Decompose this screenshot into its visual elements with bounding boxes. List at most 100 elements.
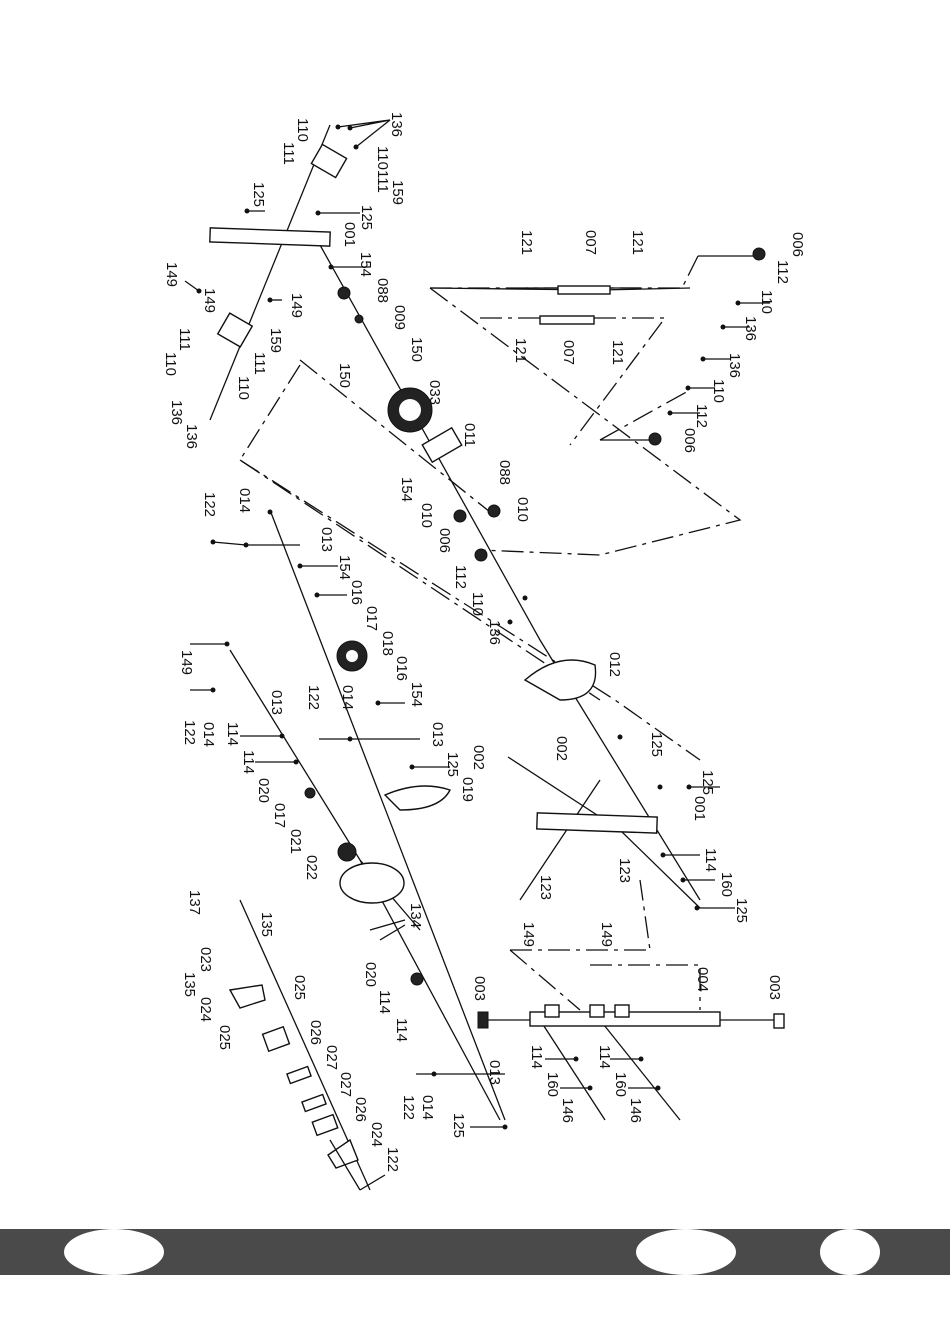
label-135: 135 <box>258 912 275 937</box>
label-088: 088 <box>496 460 513 485</box>
label-136: 136 <box>486 620 503 645</box>
label-026: 026 <box>307 1020 324 1045</box>
label-114: 114 <box>596 1045 613 1069</box>
label-114: 114 <box>224 722 241 746</box>
label-160: 160 <box>718 872 735 897</box>
label-014: 014 <box>236 488 253 513</box>
label-149: 149 <box>163 262 180 287</box>
label-007: 007 <box>582 230 599 255</box>
label-012: 012 <box>606 652 623 677</box>
label-003: 003 <box>471 976 488 1001</box>
label-014: 014 <box>200 722 217 747</box>
part-shapes <box>209 143 785 1169</box>
label-159: 159 <box>389 180 406 205</box>
label-136: 136 <box>183 424 200 449</box>
label-007: 007 <box>560 340 577 365</box>
label-110: 110 <box>374 146 391 170</box>
label-014: 014 <box>419 1095 436 1120</box>
label-013: 013 <box>429 722 446 747</box>
label-026: 026 <box>352 1097 369 1122</box>
label-017: 017 <box>363 606 380 631</box>
label-159: 159 <box>267 328 284 353</box>
label-114: 114 <box>702 848 719 872</box>
leader-dots <box>196 124 741 1130</box>
label-121: 121 <box>609 340 626 365</box>
label-110: 110 <box>469 592 486 616</box>
label-160: 160 <box>544 1072 561 1097</box>
label-033: 033 <box>426 380 443 405</box>
label-006: 006 <box>789 232 806 257</box>
label-016: 016 <box>348 580 365 605</box>
footer-right-oval <box>820 1229 880 1275</box>
label-154: 154 <box>357 252 374 277</box>
footer-center-oval <box>636 1229 736 1275</box>
label-135: 135 <box>181 972 198 997</box>
label-122: 122 <box>384 1147 401 1172</box>
label-149: 149 <box>288 293 305 318</box>
label-160: 160 <box>612 1072 629 1097</box>
label-111: 111 <box>251 352 268 375</box>
footer-left-oval <box>64 1229 164 1275</box>
label-002: 002 <box>470 745 487 770</box>
label-125: 125 <box>450 1113 467 1138</box>
label-125: 125 <box>648 732 665 757</box>
leader-lines <box>184 119 770 1191</box>
label-121: 121 <box>512 338 529 363</box>
label-110: 110 <box>758 290 775 314</box>
label-136: 136 <box>168 400 185 425</box>
label-134: 134 <box>407 903 424 928</box>
shaft-lines <box>209 124 780 1191</box>
label-110: 110 <box>235 376 252 400</box>
label-010: 010 <box>418 503 435 528</box>
label-016: 016 <box>393 656 410 681</box>
label-013: 013 <box>486 1060 503 1085</box>
label-001: 001 <box>341 222 358 247</box>
label-154: 154 <box>408 682 425 707</box>
label-021: 021 <box>287 829 304 854</box>
label-125: 125 <box>250 182 267 207</box>
label-110: 110 <box>294 118 311 142</box>
label-154: 154 <box>398 477 415 502</box>
label-149: 149 <box>178 650 195 675</box>
label-136: 136 <box>742 316 759 341</box>
label-017: 017 <box>271 803 288 828</box>
label-027: 027 <box>337 1072 354 1097</box>
label-112: 112 <box>774 260 791 284</box>
label-149: 149 <box>598 922 615 947</box>
label-110: 110 <box>162 352 179 376</box>
label-006: 006 <box>436 528 453 553</box>
label-013: 013 <box>318 527 335 552</box>
label-114: 114 <box>393 1018 410 1042</box>
label-003: 003 <box>766 975 783 1000</box>
label-025: 025 <box>291 975 308 1000</box>
label-136: 136 <box>388 112 405 137</box>
label-146: 146 <box>627 1098 644 1123</box>
label-088: 088 <box>374 278 391 303</box>
label-112: 112 <box>452 565 469 589</box>
label-020: 020 <box>362 962 379 987</box>
label-014: 014 <box>339 685 356 710</box>
label-024: 024 <box>368 1122 385 1147</box>
label-149: 149 <box>201 288 218 313</box>
label-125: 125 <box>733 898 750 923</box>
label-125: 125 <box>444 752 461 777</box>
label-025: 025 <box>216 1025 233 1050</box>
label-111: 111 <box>280 142 297 165</box>
label-114: 114 <box>240 750 257 774</box>
label-110: 110 <box>710 379 727 403</box>
label-125: 125 <box>358 205 375 230</box>
label-122: 122 <box>400 1095 417 1120</box>
label-137: 137 <box>186 890 203 915</box>
label-006: 006 <box>681 428 698 453</box>
label-122: 122 <box>201 492 218 517</box>
label-114: 114 <box>376 990 393 1014</box>
label-114: 114 <box>528 1045 545 1069</box>
label-024: 024 <box>197 997 214 1022</box>
label-022: 022 <box>303 855 320 880</box>
label-150: 150 <box>408 337 425 362</box>
label-150: 150 <box>336 363 353 388</box>
label-146: 146 <box>559 1098 576 1123</box>
part-labels: 136 110 111 110 111 159 125 125 001 149 … <box>162 112 806 1172</box>
label-010: 010 <box>514 497 531 522</box>
